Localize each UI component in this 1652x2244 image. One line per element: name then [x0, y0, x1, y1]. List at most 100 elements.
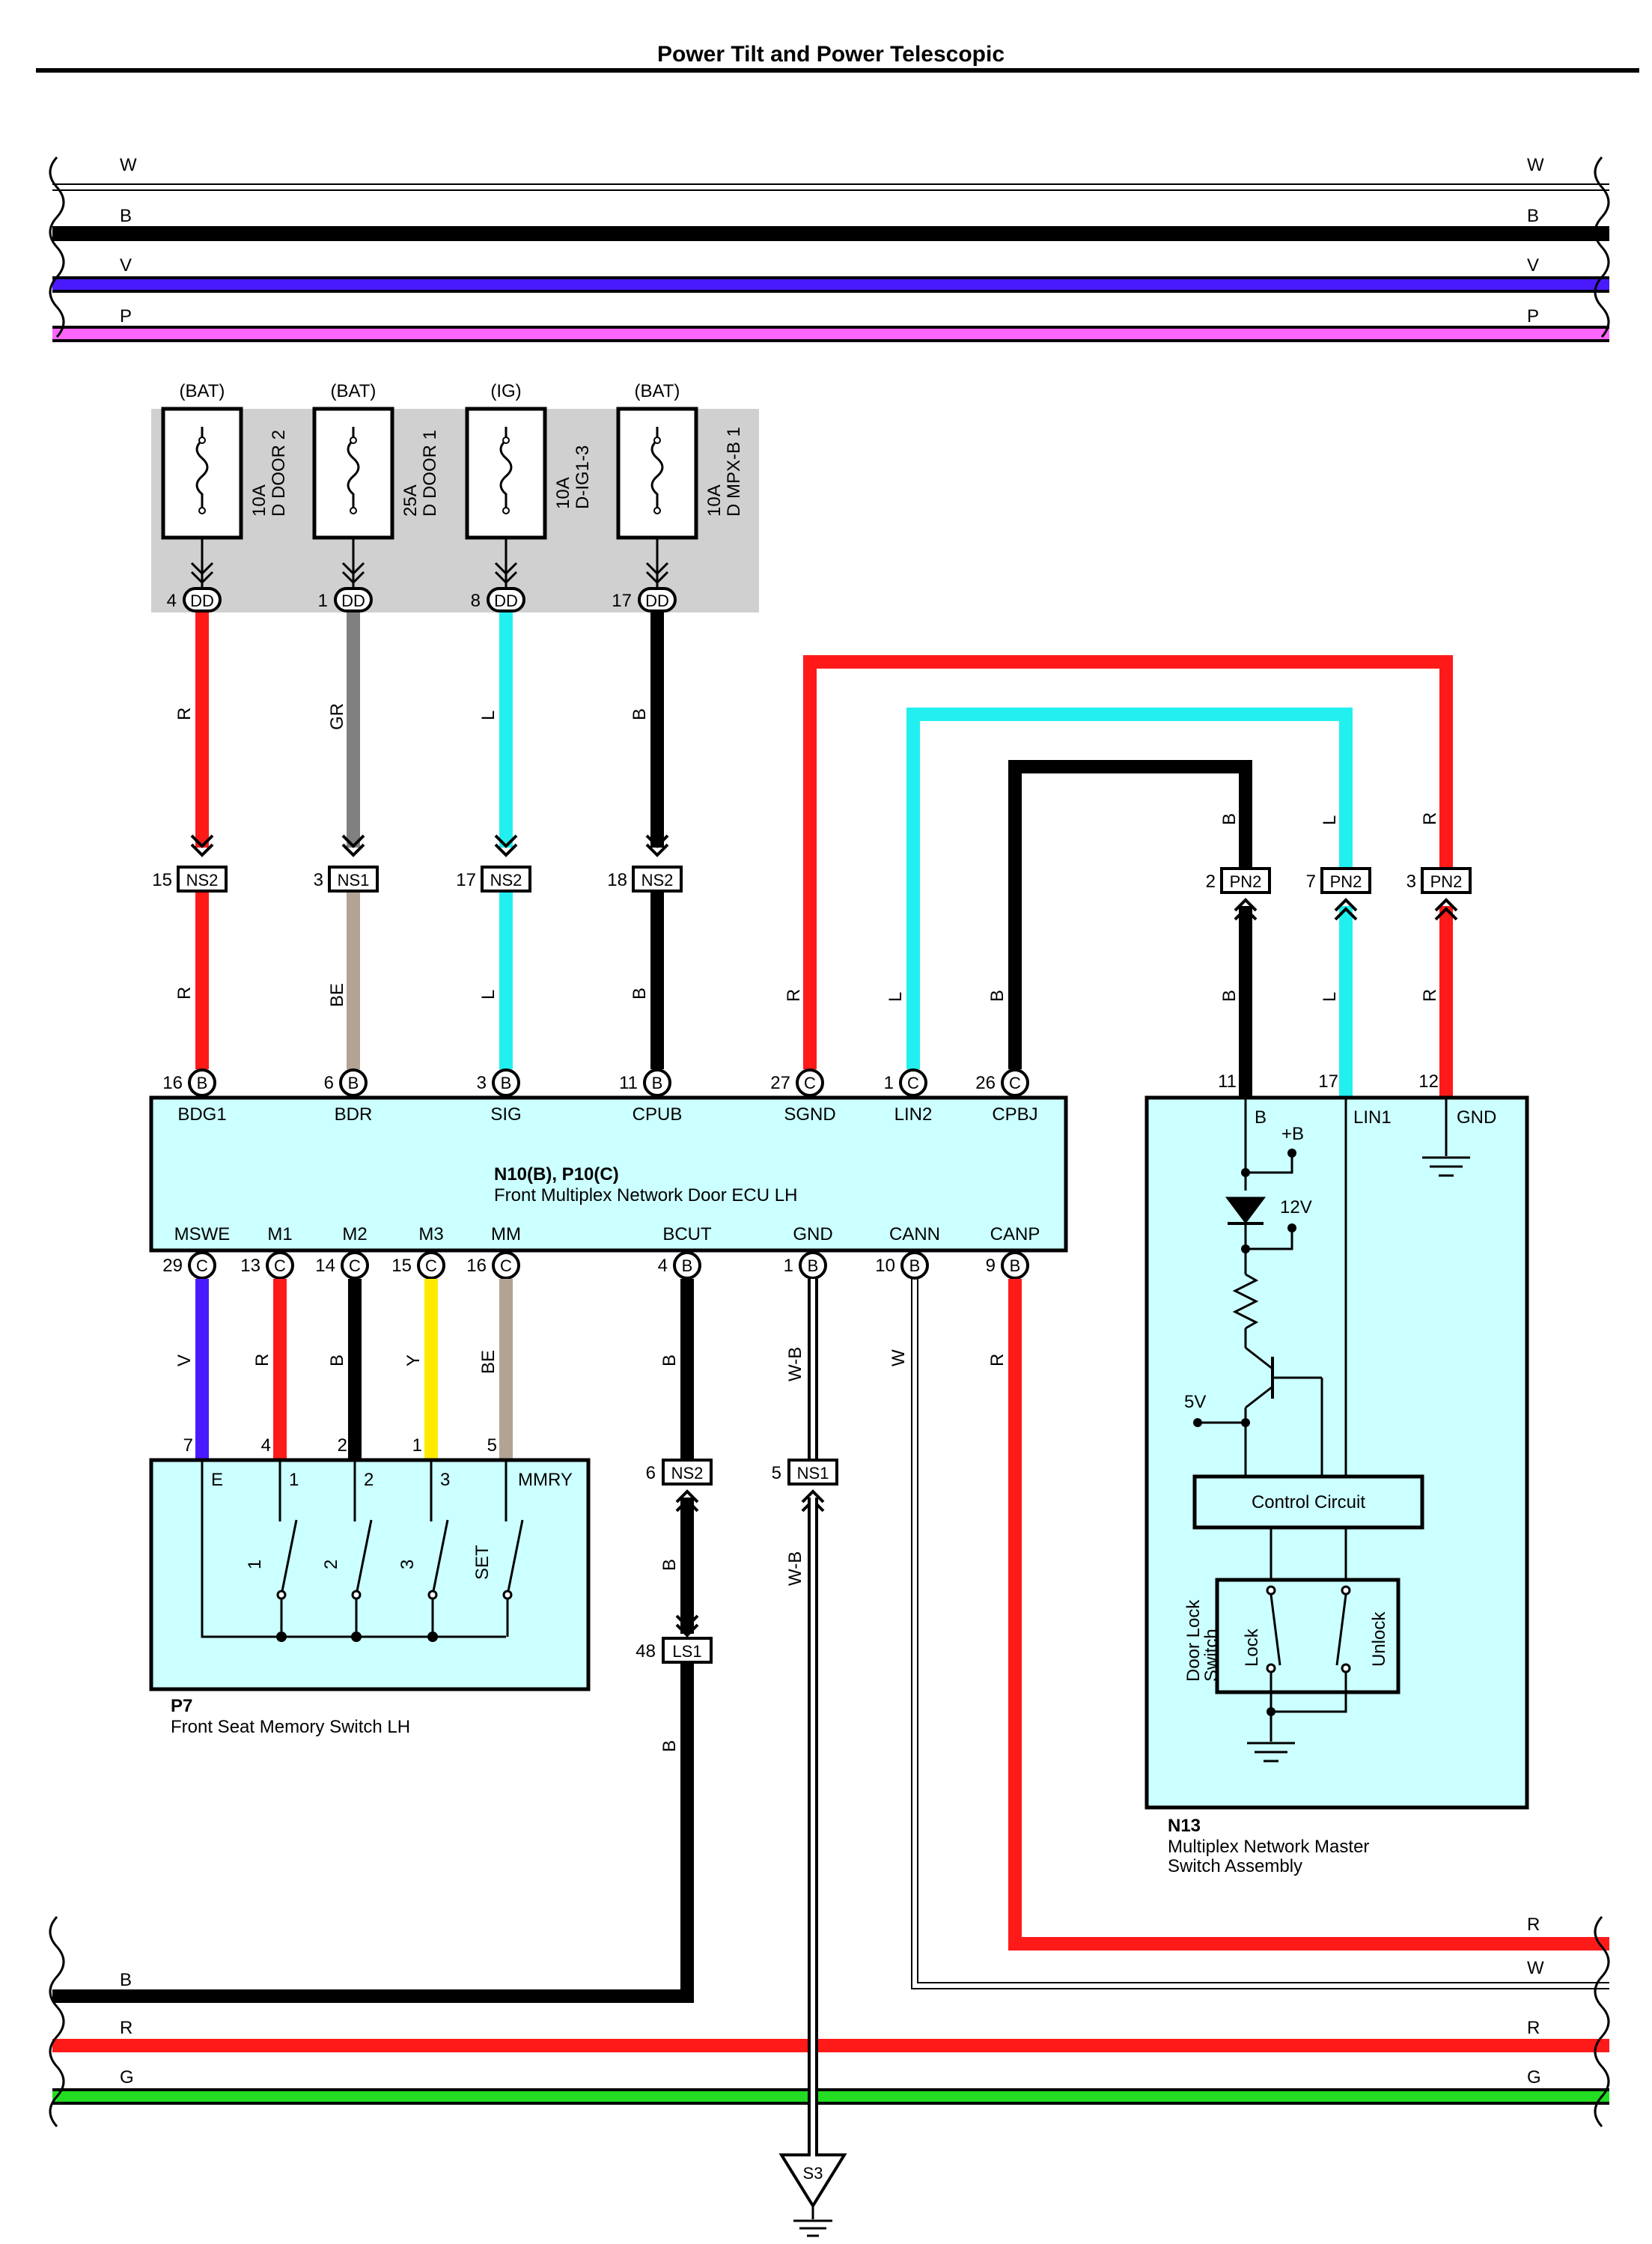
fuse-element	[650, 427, 664, 511]
svg-text:W-B: W-B	[785, 1551, 805, 1586]
ns-connectors: NS2 15 NS1 3 NS2 17 NS2 18	[152, 834, 683, 893]
svg-text:26: 26	[975, 1073, 996, 1093]
svg-text:3: 3	[314, 870, 323, 890]
svg-text:W: W	[889, 1349, 909, 1366]
wire-l	[906, 708, 1353, 1069]
svg-text:Door Lock: Door Lock	[1183, 1599, 1204, 1682]
bus-label-right: R	[1527, 2018, 1540, 2038]
pin-cpub: B 11 CPUB	[619, 1068, 682, 1125]
fuse-rating: 10A	[553, 477, 573, 509]
svg-text:Control Circuit: Control Circuit	[1252, 1492, 1365, 1512]
pin-sgnd: C 27 SGND	[770, 1068, 836, 1125]
svg-text:B: B	[327, 1354, 347, 1366]
svg-text:1: 1	[289, 1470, 299, 1490]
diode	[1225, 1197, 1266, 1224]
svg-text:DD: DD	[341, 592, 365, 610]
bus-label-left: V	[120, 255, 132, 276]
svg-text:GND: GND	[793, 1224, 832, 1244]
wire-code: GR	[327, 703, 347, 730]
ecu-id: N10(B), P10(C)	[494, 1164, 619, 1185]
fuse-d-mpx-b-1: (BAT) 10A D MPX-B 1	[616, 381, 744, 592]
master-switch-id: N13	[1168, 1816, 1201, 1836]
svg-text:12: 12	[1418, 1071, 1439, 1092]
bus-label-right: G	[1527, 2067, 1541, 2088]
svg-text:29: 29	[162, 1256, 183, 1276]
bottom-buses: R W B R R G G	[49, 1915, 1610, 2156]
memory-switch: E 1 2 3 MMRY 1 2 3	[149, 1458, 591, 1737]
wire-code: L	[478, 990, 499, 1000]
svg-text:MSWE: MSWE	[174, 1224, 231, 1244]
fuse-element	[195, 427, 209, 511]
wire-code: B	[630, 708, 650, 720]
pin-number: 8	[471, 591, 481, 611]
wire-code: R	[1420, 812, 1440, 825]
svg-text:5: 5	[487, 1435, 497, 1456]
switch-1: 1	[245, 1519, 298, 1642]
svg-text:B: B	[808, 1256, 819, 1275]
svg-text:BDR: BDR	[335, 1104, 373, 1125]
pin-sig: B 3 SIG	[477, 1068, 522, 1125]
pin-number: 4	[167, 591, 177, 611]
break-mark-left	[49, 156, 65, 338]
svg-text:MMRY: MMRY	[518, 1470, 573, 1490]
fuse-name: D MPX-B 1	[724, 427, 744, 517]
ns-connector-2: NS1 3	[314, 834, 379, 893]
svg-text:6: 6	[646, 1463, 656, 1483]
pin-number: 17	[612, 591, 632, 611]
ns-connector-3: NS2 17	[456, 834, 531, 893]
fuse-d-door-2: (BAT) 10A D DOOR 2	[161, 381, 289, 592]
svg-text:V: V	[174, 1354, 195, 1366]
svg-text:BDG1: BDG1	[177, 1104, 226, 1125]
svg-text:SET: SET	[472, 1545, 493, 1580]
svg-text:16: 16	[466, 1256, 487, 1276]
wire-code: R	[784, 989, 804, 1002]
svg-text:NS1: NS1	[338, 871, 370, 890]
svg-text:NS2: NS2	[671, 1464, 704, 1483]
bus-label-right: W	[1527, 155, 1544, 175]
svg-text:CPBJ: CPBJ	[992, 1104, 1037, 1125]
svg-text:NS2: NS2	[490, 871, 522, 890]
svg-text:C: C	[425, 1256, 437, 1275]
fuse-housing	[312, 407, 394, 540]
dd-connectors: DD 4 DD 1 DD 8 DD 17	[167, 562, 677, 612]
svg-text:B: B	[909, 1256, 921, 1275]
fuse-rating: 25A	[400, 484, 421, 517]
pin-number: 1	[318, 591, 328, 611]
svg-text:S3: S3	[803, 2164, 823, 2183]
svg-text:C: C	[907, 1074, 919, 1092]
bus-g-bottom: G G	[52, 2067, 1609, 2105]
pin-bcut: BCUT B 4	[658, 1224, 712, 1280]
bus-r-bottom: R R	[52, 2018, 1609, 2052]
resistor	[1232, 1273, 1259, 1330]
bus-label-right: B	[1527, 206, 1539, 226]
svg-text:B: B	[659, 1559, 680, 1571]
fuse-block: (BAT) 10A D DOOR 2 (BAT) 25A D DOOR 1 (I…	[151, 381, 759, 612]
wire-r	[803, 655, 1453, 1069]
pin-mm: MM C 16	[466, 1224, 521, 1280]
svg-text:Unlock: Unlock	[1369, 1611, 1389, 1667]
svg-text:16: 16	[162, 1073, 183, 1093]
master-switch: 11 B 17 LIN1 12 GND +B 12V	[1144, 1071, 1529, 1876]
svg-text:M1: M1	[267, 1224, 292, 1244]
bus-v-top: V V	[52, 255, 1609, 293]
pin-gnd: GND B 1	[784, 1224, 833, 1280]
svg-text:C: C	[500, 1256, 512, 1275]
wire-code: BE	[327, 983, 347, 1007]
master-switch-name: Multiplex Network Master	[1168, 1837, 1369, 1857]
bus-label-left: R	[120, 2018, 132, 2038]
can-wires: W R	[889, 1279, 1609, 1989]
svg-text:R: R	[252, 1354, 272, 1366]
switch-3: 3	[397, 1519, 449, 1642]
svg-text:LIN1: LIN1	[1353, 1107, 1392, 1128]
pn-connector-3: PN2 3	[1406, 867, 1472, 921]
pin-lin2: C 1 LIN2	[884, 1068, 932, 1125]
svg-text:B: B	[652, 1074, 663, 1092]
ns1-connector	[787, 1459, 838, 1486]
svg-text:4: 4	[658, 1256, 668, 1276]
svg-text:2: 2	[321, 1560, 341, 1569]
svg-text:7: 7	[183, 1435, 193, 1456]
fuse-d-ig1-3: (IG) 10A D-IG1-3	[465, 381, 593, 592]
svg-text:NS2: NS2	[641, 871, 674, 890]
svg-text:27: 27	[770, 1073, 790, 1093]
